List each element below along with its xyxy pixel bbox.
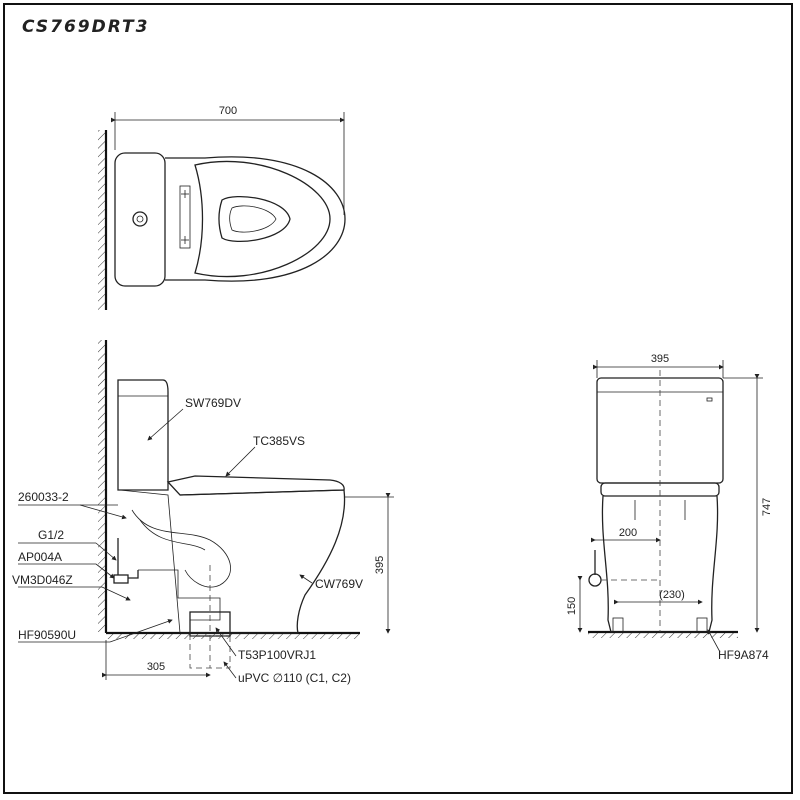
drawing-frame (3, 3, 793, 794)
side-trapway (131, 509, 231, 588)
label-seat: TC385VS (253, 434, 305, 448)
flush-button-inner (136, 215, 144, 223)
floor-bolt-left (612, 617, 624, 633)
dim-395-front-label: 395 (651, 353, 669, 365)
label-tank: SW769DV (185, 396, 241, 410)
dim-700-label: 700 (219, 105, 237, 117)
side-floor-hatch (106, 633, 360, 639)
angle-valve (113, 574, 129, 584)
leader-floor-bolt (707, 629, 721, 653)
top-view-wall-hatch (98, 130, 106, 310)
top-bowl-water (229, 205, 277, 233)
side-bowl (179, 489, 346, 634)
leader-valve (95, 563, 115, 579)
label-angle-valve: AP004A (18, 550, 62, 564)
dim-150-label: 150 (566, 597, 578, 615)
side-tank (117, 379, 169, 491)
seat-hinge-plate (179, 185, 191, 249)
supply-hose (128, 570, 139, 579)
side-trapway-inner (139, 519, 206, 551)
dim-747-label: 747 (761, 498, 773, 516)
top-bowl-rim (194, 160, 331, 278)
label-floor-flange: HF90590U (18, 628, 76, 642)
top-tank-outline (114, 152, 166, 287)
leader-hose (101, 586, 131, 601)
top-bowl-inner (218, 195, 291, 243)
dim-200-label: 200 (619, 527, 637, 539)
label-floor-bolt: HF9A874 (718, 648, 769, 662)
side-view: 395 305 SW769DV TC385VS CW769V 260033-2 … (12, 340, 394, 685)
dim-305-label: 305 (147, 661, 165, 673)
front-floor-hatch (588, 632, 738, 638)
label-bowl: CW769V (315, 577, 363, 591)
leader-fitting (79, 504, 127, 520)
leader-bowl (299, 574, 313, 584)
side-wall-hatch (98, 340, 106, 632)
leader-flange (109, 619, 173, 643)
floor-bolt-right (696, 617, 708, 633)
top-seat-outline (165, 156, 346, 282)
label-drain-adapter: T53P100VRJ1 (238, 648, 316, 662)
side-bowl-back (119, 489, 181, 634)
leader-drain-adapter (215, 627, 237, 657)
label-hose: VM3D046Z (12, 573, 73, 587)
flush-button-icon (132, 211, 148, 227)
dim-395-side-label: 395 (374, 556, 386, 574)
label-thread: G1/2 (38, 528, 64, 542)
leader-drain-pipe (223, 661, 237, 679)
front-flush-button (706, 397, 713, 402)
dim-230-label: (230) (659, 589, 685, 601)
model-title: CS769DRT3 (22, 17, 150, 37)
leader-tank (147, 408, 184, 441)
label-drain-pipe: uPVC ∅110 (C1, C2) (238, 671, 351, 685)
top-view: 700 (98, 105, 346, 310)
front-view: 395 747 200 150 (230) HF9A874 (566, 353, 773, 662)
leader-seat (225, 446, 256, 477)
front-valve (588, 573, 602, 587)
label-fitting: 260033-2 (18, 490, 69, 504)
leader-thread (95, 542, 117, 561)
